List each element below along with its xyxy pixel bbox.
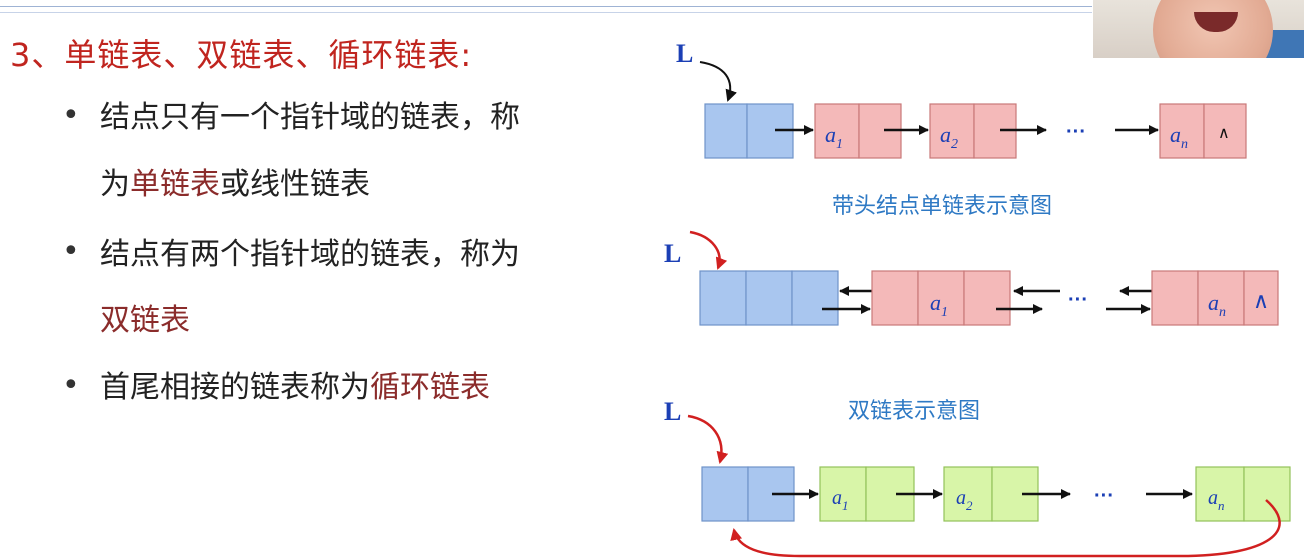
bullet-1-line-1: 结点只有一个指针域的链表，称 (100, 100, 520, 135)
bullet-dot-3: • (62, 368, 80, 403)
circular-node-a2: a2 (943, 466, 1039, 522)
single-linked-list-diagram: L a1 a2 ··· an ∧ (676, 39, 1247, 159)
single-node-an-label: an (1170, 122, 1188, 152)
double-linked-list-diagram: L a1 ··· an ∧ (664, 230, 1279, 326)
single-node-a2-label: a2 (940, 122, 958, 152)
presenter-webcam (1093, 0, 1304, 58)
circular-ellipsis: ··· (1094, 485, 1114, 507)
circular-head-arrow (687, 414, 729, 464)
term-double-linked-list: 双链表 (100, 303, 190, 338)
single-list-caption: 带头结点单链表示意图 (832, 194, 1053, 219)
circular-node-an-label: an (1208, 487, 1225, 513)
double-null-mark: ∧ (1253, 289, 1269, 314)
single-node-an: an ∧ (1159, 103, 1247, 159)
bullet-1-line-2: 为单链表或线性链表 (100, 170, 370, 200)
circular-head-node (701, 466, 795, 522)
term-circular-linked-list: 循环链表 (370, 370, 490, 405)
presenter-mouth (1194, 12, 1238, 32)
circular-node-a1-label: a1 (832, 487, 849, 513)
term-single-linked-list: 单链表 (130, 167, 220, 202)
double-node-a1-label: a1 (930, 290, 948, 320)
circular-node-a2-label: a2 (956, 487, 973, 513)
title-rule-secondary (0, 12, 1092, 13)
double-ellipsis: ··· (1068, 289, 1088, 311)
double-head-arrow (689, 230, 728, 270)
section-heading: 3、单链表、双链表、循环链表: (10, 36, 473, 74)
single-head-label: L (676, 39, 693, 68)
single-null-mark: ∧ (1218, 123, 1230, 142)
double-head-label: L (664, 239, 681, 268)
single-node-a1: a1 (814, 103, 902, 159)
double-list-caption: 双链表示意图 (848, 399, 981, 424)
double-node-an-label: an (1208, 290, 1226, 320)
bullet-2-line-1: 结点有两个指针域的链表，称为 (100, 237, 520, 272)
bullet-1-text-post: 或线性链表 (220, 167, 370, 202)
double-node-a1: a1 (871, 270, 1011, 326)
bullet-dot-2: • (62, 234, 80, 269)
circular-return-arrow (730, 499, 1281, 558)
circular-node-a1: a1 (819, 466, 915, 522)
double-head-node (699, 270, 839, 326)
bullet-1-text-pre: 为 (100, 167, 130, 202)
circular-head-label: L (664, 397, 681, 426)
single-head-arrow (699, 61, 737, 102)
single-ellipsis: ··· (1066, 121, 1086, 143)
bullet-3-text-pre: 首尾相接的链表称为 (100, 370, 370, 405)
single-head-node (704, 103, 794, 159)
circular-node-an: an (1195, 466, 1291, 522)
circular-linked-list-diagram: L a1 a2 ··· an (664, 397, 1291, 558)
double-node-an: an ∧ (1151, 270, 1279, 326)
title-rule (0, 6, 1092, 7)
single-node-a1-label: a1 (825, 122, 843, 152)
bullet-dot-1: • (62, 98, 80, 133)
bullet-3-line-1: 首尾相接的链表称为循环链表 (100, 373, 490, 403)
